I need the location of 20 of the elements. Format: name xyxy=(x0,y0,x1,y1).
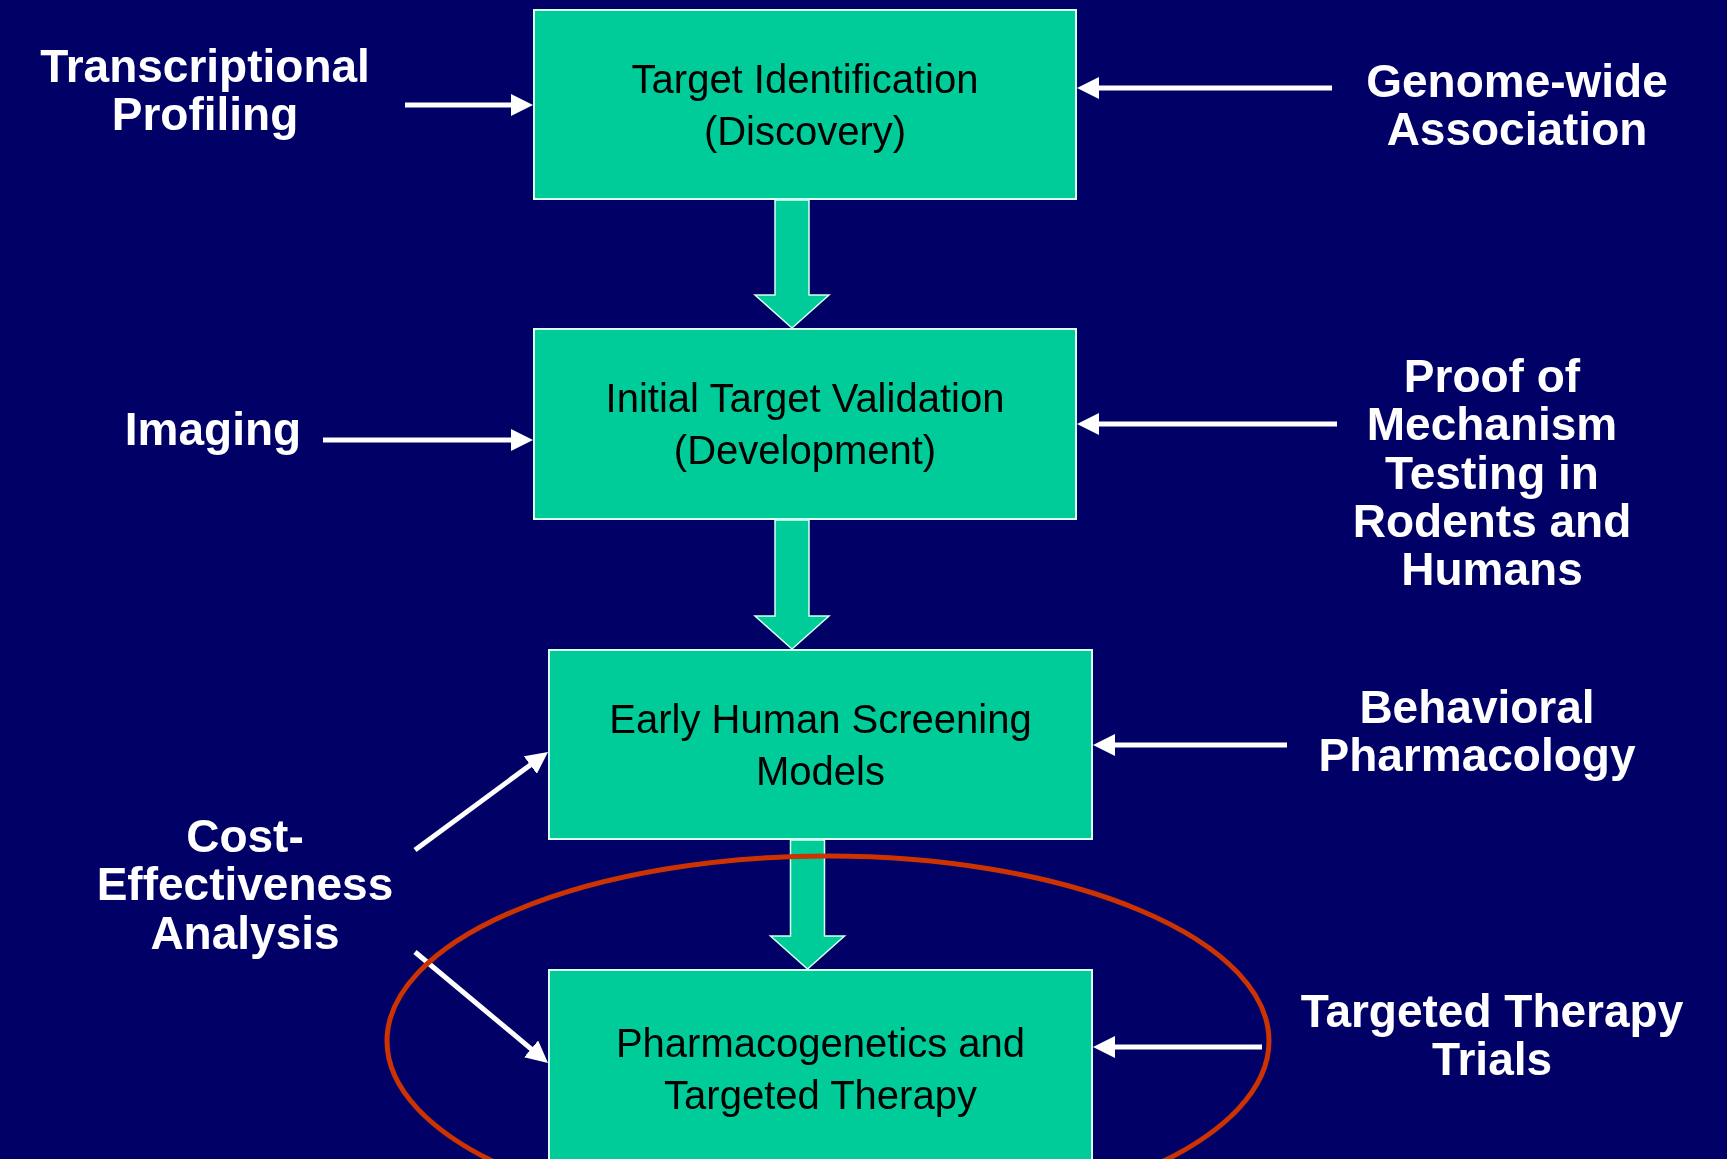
process-box: Pharmacogenetics and Targeted Therapy xyxy=(548,969,1093,1159)
process-box: Target Identification (Discovery) xyxy=(533,9,1077,200)
arrow xyxy=(405,94,533,116)
arrow xyxy=(413,752,548,852)
process-box: Early Human Screening Models xyxy=(548,649,1093,840)
side-label: Proof of Mechanism Testing in Rodents and Humans xyxy=(1337,352,1647,594)
block-arrow xyxy=(753,199,831,329)
arrow xyxy=(323,429,533,451)
side-label: Targeted Therapy Trials xyxy=(1262,987,1722,1084)
process-box: Initial Target Validation (Development) xyxy=(533,328,1077,520)
arrow xyxy=(1077,77,1332,99)
side-label: Cost-Effectiveness Analysis xyxy=(75,812,415,957)
arrow xyxy=(1093,734,1287,756)
side-label: Imaging xyxy=(103,405,323,454)
block-arrow xyxy=(768,839,847,970)
side-label: Genome-wide Association xyxy=(1332,57,1702,154)
side-label: Behavioral Pharmacology xyxy=(1287,683,1667,780)
side-label: Transcriptional Profiling xyxy=(5,42,405,139)
arrow xyxy=(1077,413,1337,435)
block-arrow xyxy=(753,519,831,650)
